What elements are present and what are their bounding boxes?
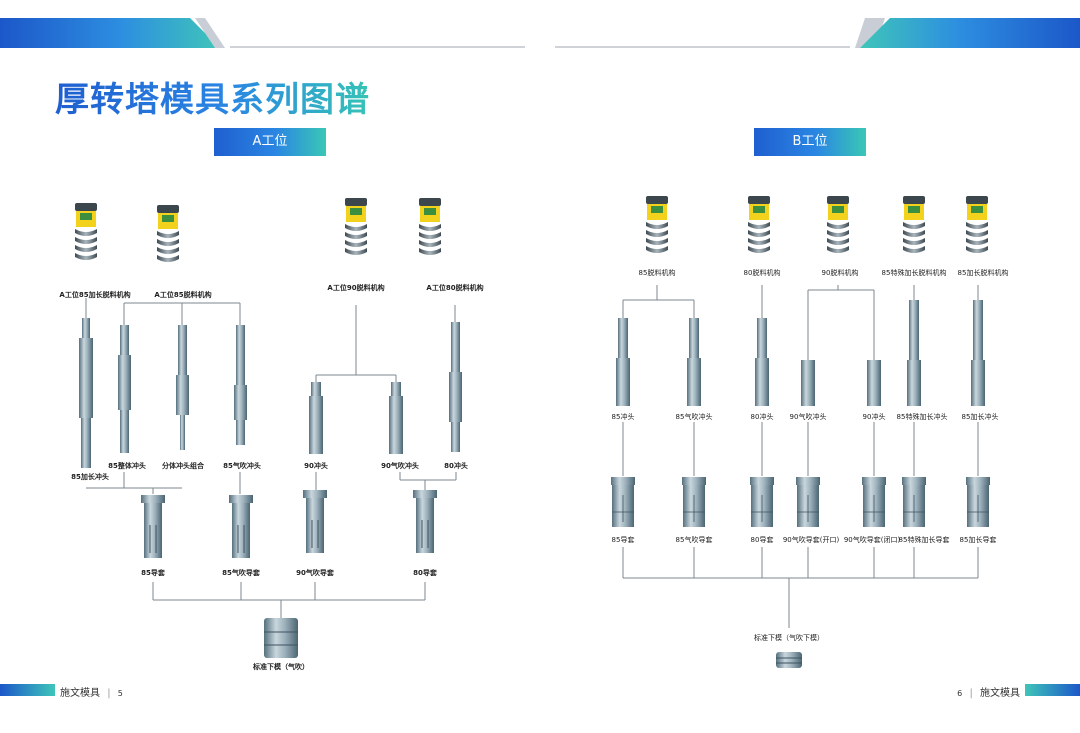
b-label-guide-90-air-closed: 90气吹导套(闭口) (843, 536, 901, 544)
b-label-guide-85: 85导套 (611, 536, 635, 544)
a-label-stripper-85: A工位85脱料机构 (154, 291, 212, 299)
a-punch-85-air (234, 325, 247, 445)
page-title: 厚转塔模具系列图谱 (55, 72, 370, 121)
b-label-punch-90: 90冲头 (862, 413, 886, 421)
a-guide-90-air (302, 489, 328, 554)
a-label-punch-85-air: 85气吹冲头 (223, 462, 261, 470)
b-label-stripper-85: 85脱料机构 (638, 269, 676, 277)
a-guide-85 (140, 494, 166, 559)
b-label-guide-80: 80导套 (750, 536, 774, 544)
b-stripper-80 (748, 196, 770, 253)
a-label-guide-80: 80导套 (413, 569, 437, 577)
b-punch-85-special (907, 300, 921, 406)
a-label-punch-90: 90冲头 (304, 462, 328, 470)
b-die (776, 652, 802, 668)
a-label-guide-85-air: 85气吹导套 (222, 569, 260, 577)
b-label-guide-85-special: 85特殊加长导套 (898, 536, 950, 544)
b-punch-90 (867, 360, 881, 406)
a-label-split-punch: 分体冲头组合 (162, 462, 204, 470)
a-label-punch-90-air: 90气吹冲头 (381, 462, 419, 470)
header-rule-right (555, 46, 850, 48)
b-guide-85-air (681, 476, 707, 528)
b-label-punch-90-air: 90气吹冲头 (789, 413, 827, 421)
b-label-punch-85: 85冲头 (611, 413, 635, 421)
footer-right-brand: 施文模具 (980, 688, 1020, 699)
footer-left: 施文模具 | 5 (60, 688, 123, 699)
a-stripper-80 (419, 198, 441, 255)
b-guide-85-long (965, 476, 991, 528)
b-stripper-90 (827, 196, 849, 253)
a-punch-90 (309, 382, 323, 454)
b-punch-85-air (687, 318, 701, 406)
a-punch-90-air (389, 382, 403, 454)
b-guide-90-air-closed (861, 476, 887, 528)
station-b-badge: B工位 (754, 128, 866, 156)
b-label-punch-85-air: 85气吹冲头 (675, 413, 713, 421)
header-bar-left (0, 18, 220, 48)
b-guide-85-special (901, 476, 927, 528)
a-split-punch (176, 325, 189, 450)
footer-right: 6 | 施文模具 (957, 688, 1020, 699)
b-label-punch-80: 80冲头 (750, 413, 774, 421)
b-label-guide-90-air-open: 90气吹导套(开口) (782, 536, 840, 544)
a-label-stripper-85-long: A工位85加长脱料机构 (59, 291, 131, 299)
header-bar-right (860, 18, 1080, 48)
a-label-guide-90-air: 90气吹导套 (296, 569, 334, 577)
b-guide-85 (610, 476, 636, 528)
footer-bar-right (1025, 684, 1080, 696)
b-stripper-85 (646, 196, 668, 253)
footer-right-page: 6 (957, 689, 963, 698)
b-punch-80 (755, 318, 769, 406)
b-stripper-85-long (966, 196, 988, 253)
a-label-punch-85-whole: 85整体冲头 (108, 462, 146, 470)
a-guide-80 (412, 489, 438, 554)
a-label-stripper-90: A工位90脱料机构 (327, 284, 385, 292)
b-guide-90-air-open (795, 476, 821, 528)
a-stripper-85 (157, 205, 179, 262)
a-die (264, 618, 298, 658)
footer-left-brand: 施文模具 (60, 688, 100, 699)
footer-bar-left (0, 684, 55, 696)
b-label-guide-85-air: 85气吹导套 (675, 536, 713, 544)
b-label-guide-85-long: 85加长导套 (959, 536, 997, 544)
b-label-stripper-90: 90脱料机构 (821, 269, 859, 277)
a-punch-85-long (79, 318, 93, 468)
footer-left-page: 5 (117, 689, 123, 698)
b-guide-80 (749, 476, 775, 528)
a-punch-80 (449, 322, 462, 452)
b-label-punch-85-long: 85加长冲头 (961, 413, 999, 421)
a-label-punch-80: 80冲头 (444, 462, 468, 470)
b-label-punch-85-special: 85特殊加长冲头 (896, 413, 948, 421)
b-punch-90-air (801, 360, 815, 406)
a-label-stripper-80: A工位80脱料机构 (426, 284, 484, 292)
a-label-guide-85: 85导套 (141, 569, 165, 577)
header-rule-left (230, 46, 525, 48)
b-stripper-85-special (903, 196, 925, 253)
a-punch-85-whole (118, 325, 131, 453)
a-guide-85-air (228, 494, 254, 559)
a-label-punch-85-long: 85加长冲头 (71, 473, 109, 481)
b-label-die: 标准下模（气吹下模） (754, 634, 824, 642)
b-punch-85 (616, 318, 630, 406)
a-label-die: 标准下模（气吹） (253, 663, 309, 671)
a-stripper-85-long (75, 203, 97, 260)
b-label-stripper-80: 80脱料机构 (743, 269, 781, 277)
a-stripper-90 (345, 198, 367, 255)
b-label-stripper-85-long: 85加长脱料机构 (957, 269, 1009, 277)
b-punch-85-long (971, 300, 985, 406)
station-a-badge: A工位 (214, 128, 326, 156)
b-label-stripper-85-special: 85特殊加长脱料机构 (881, 269, 947, 277)
